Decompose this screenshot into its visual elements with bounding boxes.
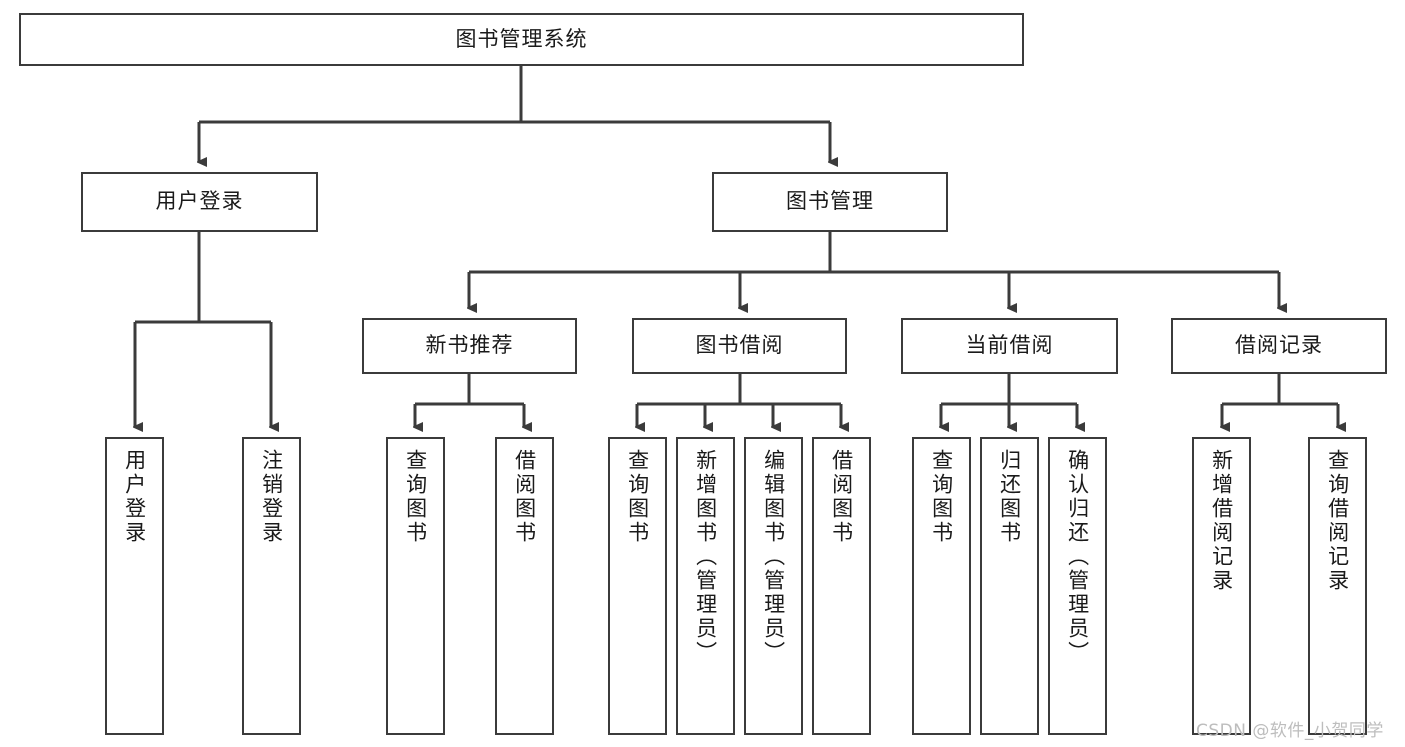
node-root[interactable]: 图书管理系统 xyxy=(19,13,1024,66)
node-leaf-borrow-book-1-label: 借阅图书 xyxy=(512,449,537,545)
node-leaf-borrow-book-2[interactable]: 借阅图书 xyxy=(812,437,871,735)
node-current-borrow-label: 当前借阅 xyxy=(965,333,1054,358)
node-leaf-edit-book[interactable]: 编辑图书（管理员） xyxy=(744,437,803,735)
csdn-watermark: CSDN @软件_小贺同学 xyxy=(1196,721,1384,741)
node-leaf-query-book-2-label: 查询图书 xyxy=(625,449,650,545)
node-leaf-confirm-return[interactable]: 确认归还（管理员） xyxy=(1048,437,1107,735)
node-leaf-query-book-1-label: 查询图书 xyxy=(403,449,428,545)
node-leaf-query-record[interactable]: 查询借阅记录 xyxy=(1308,437,1367,735)
node-leaf-user-login-label: 用户登录 xyxy=(122,449,147,545)
node-leaf-return-book[interactable]: 归还图书 xyxy=(980,437,1039,735)
node-book-manage-label: 图书管理 xyxy=(786,189,874,214)
node-user-login[interactable]: 用户登录 xyxy=(81,172,318,232)
node-borrow-record[interactable]: 借阅记录 xyxy=(1171,318,1387,374)
node-leaf-add-book[interactable]: 新增图书（管理员） xyxy=(676,437,735,735)
node-leaf-query-record-label: 查询借阅记录 xyxy=(1325,449,1350,593)
node-leaf-logout[interactable]: 注销登录 xyxy=(242,437,301,735)
node-leaf-query-book-1[interactable]: 查询图书 xyxy=(386,437,445,735)
node-leaf-add-record-label: 新增借阅记录 xyxy=(1209,449,1234,593)
node-leaf-query-book-2[interactable]: 查询图书 xyxy=(608,437,667,735)
node-root-label: 图书管理系统 xyxy=(455,26,588,51)
node-leaf-query-book-3[interactable]: 查询图书 xyxy=(912,437,971,735)
node-leaf-borrow-book-2-label: 借阅图书 xyxy=(829,449,854,545)
node-leaf-add-record[interactable]: 新增借阅记录 xyxy=(1192,437,1251,735)
node-leaf-return-book-label: 归还图书 xyxy=(997,449,1022,545)
node-leaf-borrow-book-1[interactable]: 借阅图书 xyxy=(495,437,554,735)
node-leaf-edit-book-label: 编辑图书（管理员） xyxy=(761,449,786,665)
node-leaf-confirm-return-label: 确认归还（管理员） xyxy=(1065,449,1090,665)
node-user-login-label: 用户登录 xyxy=(155,189,244,214)
node-new-book-rec-label: 新书推荐 xyxy=(425,333,514,358)
node-book-borrow[interactable]: 图书借阅 xyxy=(632,318,847,374)
node-book-borrow-label: 图书借阅 xyxy=(695,333,784,358)
node-leaf-add-book-label: 新增图书（管理员） xyxy=(693,449,718,665)
node-current-borrow[interactable]: 当前借阅 xyxy=(901,318,1118,374)
node-leaf-query-book-3-label: 查询图书 xyxy=(929,449,954,545)
node-borrow-record-label: 借阅记录 xyxy=(1235,333,1323,358)
node-leaf-logout-label: 注销登录 xyxy=(259,449,284,545)
node-new-book-rec[interactable]: 新书推荐 xyxy=(362,318,577,374)
node-book-manage[interactable]: 图书管理 xyxy=(712,172,948,232)
node-leaf-user-login[interactable]: 用户登录 xyxy=(105,437,164,735)
